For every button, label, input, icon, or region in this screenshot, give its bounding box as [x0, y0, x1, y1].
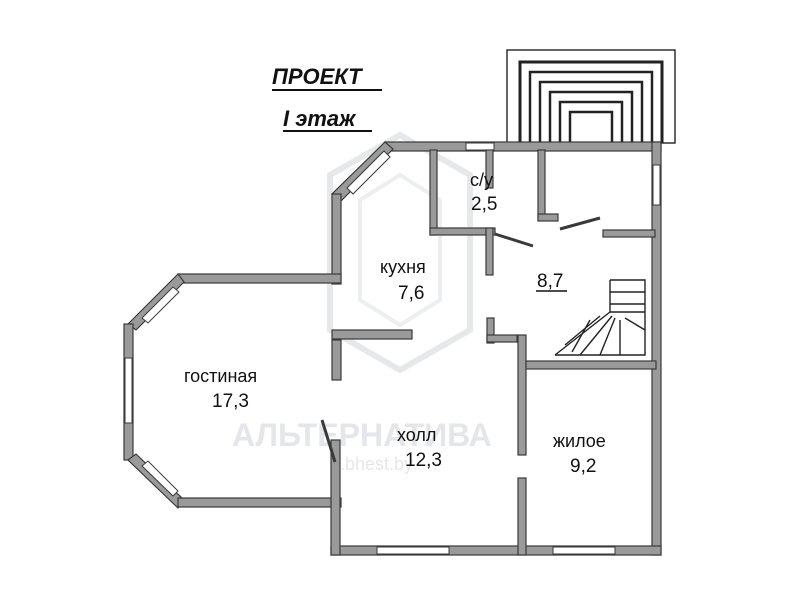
room-kitchen: кухня 7,6: [380, 257, 426, 304]
bedroom-area: 9,2: [570, 456, 596, 477]
windows: [124, 142, 661, 555]
watermark-logo: [327, 131, 473, 374]
staircase: [554, 279, 646, 356]
porch-steps: [506, 49, 676, 144]
exterior-walls: [123, 141, 662, 556]
bedroom-name: жилое: [553, 431, 606, 451]
bathroom-area: 2,5: [471, 194, 497, 215]
stair-hall-area: 8,7: [537, 271, 563, 292]
kitchen-name: кухня: [380, 257, 426, 277]
hall-area: 12,3: [405, 450, 442, 471]
room-bedroom: жилое 9,2: [553, 431, 606, 477]
living-room-name: гостиная: [184, 366, 257, 386]
plan-title: ПРОЕКТ: [272, 64, 363, 89]
room-hall: холл 12,3: [397, 425, 442, 471]
interior-walls: [331, 149, 657, 556]
room-living-room: гостиная 17,3: [184, 366, 257, 412]
watermark-site: .bhest.by: [340, 454, 413, 474]
doors: [320, 216, 601, 463]
room-stair-hall: 8,7: [536, 271, 567, 292]
kitchen-area: 7,6: [398, 283, 424, 304]
bathroom-name: с/у: [470, 170, 493, 190]
living-room-area: 17,3: [212, 391, 249, 412]
room-bathroom: с/у 2,5: [470, 170, 497, 215]
hall-name: холл: [397, 425, 436, 445]
watermark-brand: АЛЬТЕРНАТИВА: [232, 417, 492, 453]
plan-subtitle: I этаж: [283, 106, 357, 131]
